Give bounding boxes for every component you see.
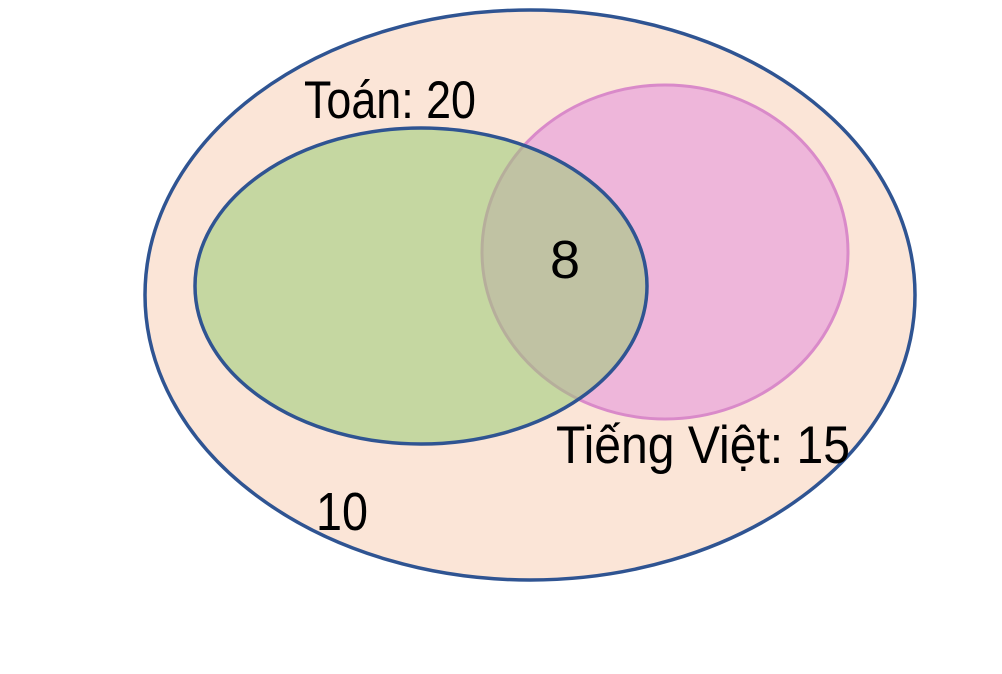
set-toan-ellipse bbox=[193, 126, 649, 446]
set-tieng-viet-label: Tiếng Việt: 15 bbox=[556, 416, 850, 475]
set-toan-label: Toán: 20 bbox=[304, 71, 476, 130]
intersection-count-label: 8 bbox=[550, 230, 580, 290]
outside-count-label: 10 bbox=[316, 482, 368, 542]
